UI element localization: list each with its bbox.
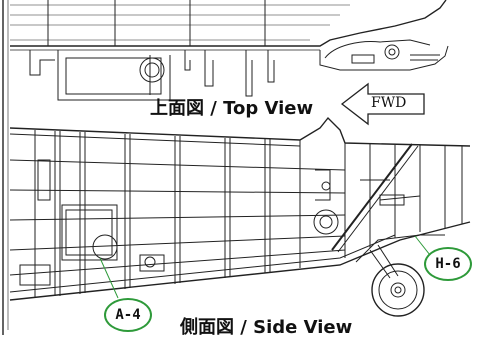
side-view-caption: 側面図 / Side View [180,317,353,338]
fwd-label: FWD [371,95,407,111]
fwd-arrow-icon [340,82,425,126]
top-view-drawing [10,0,449,101]
top-view-caption: 上面図 / Top View [150,98,314,119]
callout-h6: H-6 [424,247,472,281]
side-view-drawing [9,116,471,317]
callout-a4: A-4 [104,298,152,332]
